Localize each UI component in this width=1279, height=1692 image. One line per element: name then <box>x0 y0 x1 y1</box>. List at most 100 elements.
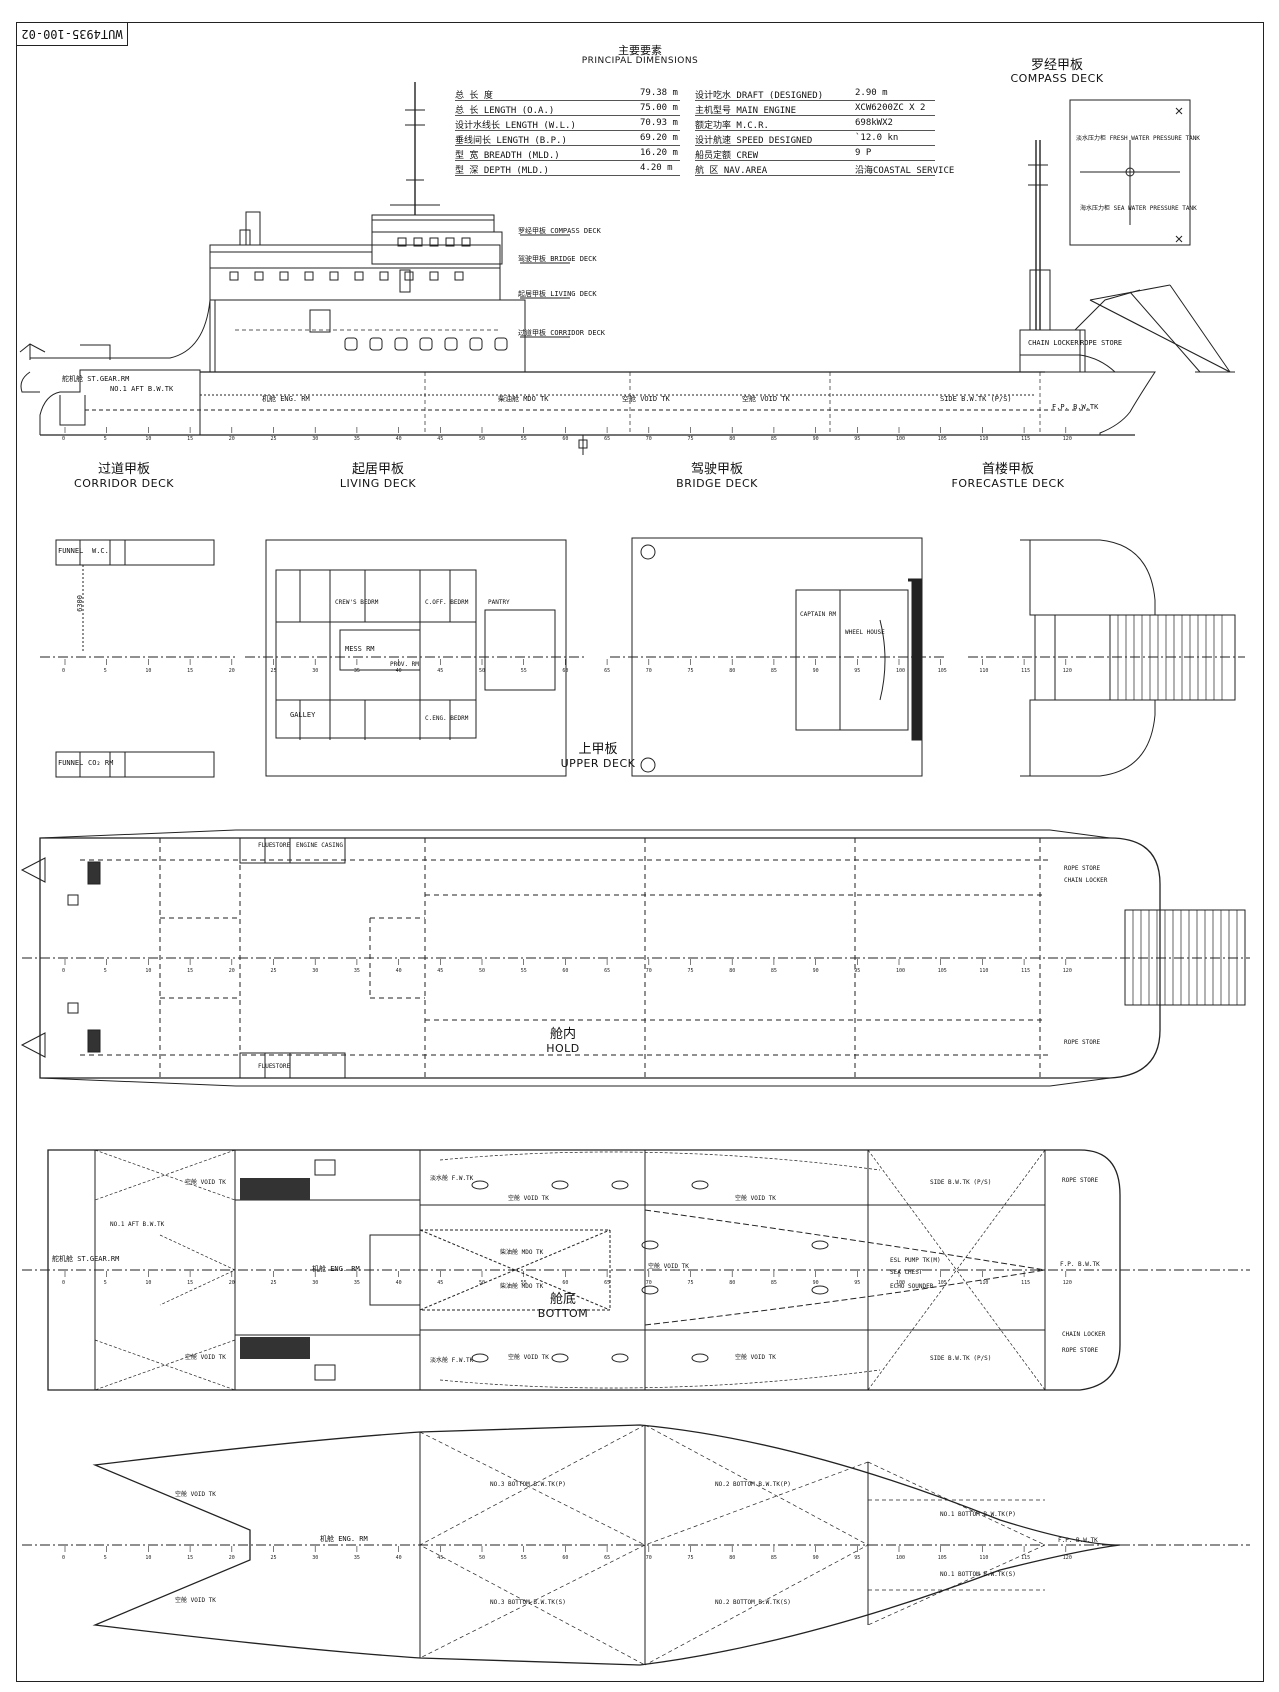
upper-chain-locker-label: CHAIN LOCKER <box>1064 877 1108 884</box>
frame-tick-label: 35 <box>354 968 360 974</box>
frame-tick-label: 85 <box>771 436 777 442</box>
frame-tick-label: 70 <box>646 968 652 974</box>
frame-tick-label: 70 <box>646 668 652 674</box>
frame-tick-label: 0 <box>62 1555 65 1561</box>
living-crew-label: CREW'S BEDRM <box>335 599 379 606</box>
bottom-title-en: BOTTOM <box>537 1307 589 1320</box>
living-galley-label: GALLEY <box>290 711 316 719</box>
pd-rule <box>695 175 935 176</box>
pd-rule <box>695 100 935 101</box>
compass-note-sw: 海水压力柜 SEA WATER PRESSURE TANK <box>1080 205 1197 212</box>
pd-right-label-5: 航 区 NAV.AREA <box>695 166 768 176</box>
hold-void-label-2: 空舱 VOID TK <box>185 1354 226 1361</box>
bottom-bw2-s-label: NO.2 BOTTOM B.W.TK(S) <box>715 1599 791 1606</box>
corridor-funnel-label: FUNNEL <box>58 547 84 555</box>
bottom-bw1-s-label: NO.1 BOTTOM B.W.TK(S) <box>940 1571 1016 1578</box>
hold-mdo-label-2: 柴油舱 MDO TK <box>500 1283 544 1290</box>
pd-left-label-1: 总 长 LENGTH (O.A.) <box>455 106 555 116</box>
profile-rope-store-label: ROPE STORE <box>1080 339 1123 347</box>
frame-tick-label: 15 <box>187 1280 193 1286</box>
pd-right-value-3: `12.0 kn <box>855 133 899 143</box>
hold-rope-store-label-2: ROPE STORE <box>1062 1347 1099 1354</box>
frame-tick-label: 65 <box>604 1555 610 1561</box>
frame-tick-label: 55 <box>521 1555 527 1561</box>
principal-dimensions-title-en: PRINCIPAL DIMENSIONS <box>581 56 699 66</box>
bottom-bw3-p-label: NO.3 BOTTOM B.W.TK(P) <box>490 1481 566 1488</box>
pd-rule <box>455 130 680 131</box>
bridge-deck-title-cn: 驾驶甲板 <box>690 462 744 477</box>
bottom-bw3-s-label: NO.3 BOTTOM B.W.TK(S) <box>490 1599 566 1606</box>
frame-tick-label: 20 <box>229 1280 235 1286</box>
frame-tick-label: 35 <box>354 1555 360 1561</box>
corridor-deck-title-en: CORRIDOR DECK <box>74 477 174 490</box>
frame-tick-label: 10 <box>145 968 151 974</box>
frame-tick-label: 20 <box>229 668 235 674</box>
compass-deck-title-cn: 罗经甲板 <box>1030 58 1084 73</box>
frame-tick-label: 75 <box>688 1280 694 1286</box>
hold-echo-sounder-label: ECHO SOUNDER <box>890 1283 934 1290</box>
bottom-fp-bw-label: F.P. B.W.TK <box>1058 1537 1098 1544</box>
frame-tick-label: 15 <box>187 436 193 442</box>
hold-fw-label-1: 淡水舱 F.W.TK <box>430 1175 474 1182</box>
pd-right-value-1: XCW6200ZC X 2 <box>855 103 926 113</box>
living-deck-view <box>245 539 585 777</box>
frame-tick-label: 50 <box>479 436 485 442</box>
frame-tick-label: 120 <box>1063 436 1072 442</box>
frame-tick-label: 15 <box>187 668 193 674</box>
pd-left-label-0: 总 长 度 <box>455 91 493 101</box>
frame-tick-label: 120 <box>1063 1280 1072 1286</box>
pd-rule <box>695 160 935 161</box>
frame-tick-label: 60 <box>562 1280 568 1286</box>
frame-tick-label: 40 <box>396 436 402 442</box>
bridge-wheelhouse-label: WHEEL HOUSE <box>845 629 885 636</box>
frame-tick-label: 115 <box>1021 668 1030 674</box>
frame-tick-label: 90 <box>813 1280 819 1286</box>
living-prov-label: PROV. RM <box>390 661 419 668</box>
bottom-void-label-2: 空舱 VOID TK <box>175 1597 216 1604</box>
pd-rule <box>695 130 935 131</box>
frame-tick-label: 90 <box>813 1555 819 1561</box>
frame-tick-label: 80 <box>729 436 735 442</box>
bridge-deck-title-en: BRIDGE DECK <box>676 477 758 490</box>
pd-rule <box>455 145 680 146</box>
hold-void-label-1: 空舱 VOID TK <box>185 1179 226 1186</box>
frame-tick-label: 85 <box>771 668 777 674</box>
forecastle-deck-title-cn: 首楼甲板 <box>981 462 1035 477</box>
frame-tick-label: 70 <box>646 1555 652 1561</box>
frame-tick-label: 85 <box>771 1280 777 1286</box>
frame-tick-label: 35 <box>354 436 360 442</box>
frame-tick-label: 45 <box>437 968 443 974</box>
upper-deck-title-cn: 上甲板 <box>578 742 618 757</box>
profile-chain-locker-label: CHAIN LOCKER <box>1028 339 1079 347</box>
pd-left-label-3: 垂线间长 LENGTH (B.P.) <box>455 136 567 146</box>
frame-tick-label: 30 <box>312 968 318 974</box>
hold-side-bw-label-1: SIDE B.W.TK (P/S) <box>930 1179 992 1186</box>
frame-tick-label: 5 <box>104 436 107 442</box>
bottom-bw1-p-label: NO.1 BOTTOM B.W.TK(P) <box>940 1511 1016 1518</box>
upper-store-label-2: STORE <box>272 1063 291 1070</box>
sheet-border <box>16 22 1264 1682</box>
frame-tick-label: 60 <box>562 1555 568 1561</box>
frame-tick-label: 100 <box>896 1280 905 1286</box>
compass-deck-title-en: COMPASS DECK <box>1010 72 1104 85</box>
frame-tick-label: 45 <box>437 1280 443 1286</box>
pd-left-value-2: 70.93 m <box>640 118 678 128</box>
profile-st-gear-label: 舵机舱 ST.GEAR.RM <box>62 375 130 383</box>
frame-tick-label: 115 <box>1021 436 1030 442</box>
hold-engine-room-label: 机舱 ENG. RM <box>312 1265 360 1273</box>
pd-rule <box>455 175 680 176</box>
frame-tick-label: 75 <box>688 668 694 674</box>
profile-side-bw-label: SIDE B.W.TK (P/S) <box>940 395 1012 403</box>
hold-sea-chest-label: SEA CHEST <box>890 1269 923 1276</box>
frame-tick-label: 0 <box>62 668 65 674</box>
hold-void-label-3: 空舱 VOID TK <box>508 1195 549 1202</box>
pd-right-value-4: 9 P <box>855 148 872 158</box>
frame-tick-label: 60 <box>562 968 568 974</box>
profile-aft-ballast-label: NO.1 AFT B.W.TK <box>110 385 174 393</box>
frame-tick-label: 0 <box>62 1280 65 1286</box>
frame-tick-label: 45 <box>437 436 443 442</box>
frame-tick-label: 120 <box>1063 968 1072 974</box>
frame-tick-label: 65 <box>604 436 610 442</box>
